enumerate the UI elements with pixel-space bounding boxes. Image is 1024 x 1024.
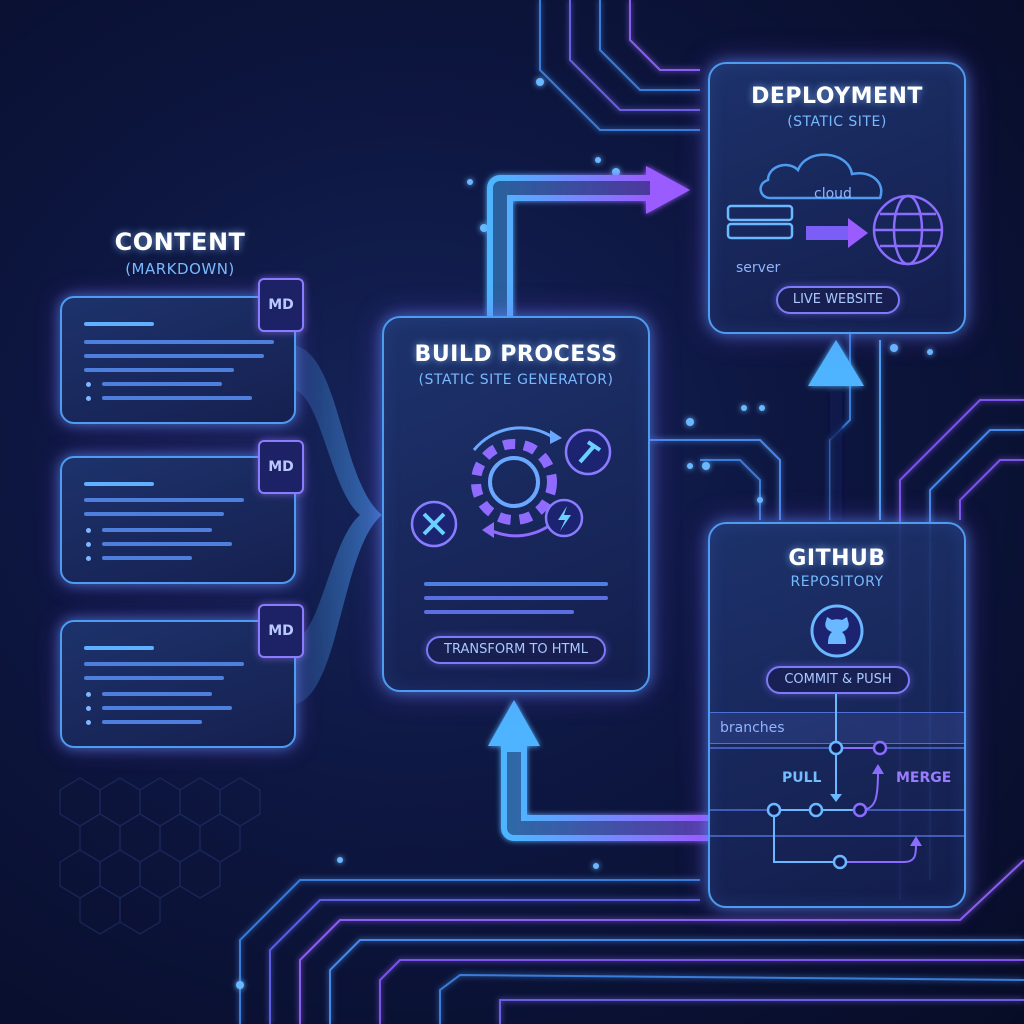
transform-to-html-badge: TRANSFORM TO HTML [426, 636, 606, 664]
branches-label: branches [720, 720, 785, 736]
md-file-icon: MD [258, 440, 304, 494]
deployment-illustration [726, 153, 944, 266]
pull-label: PULL [782, 770, 822, 786]
merge-label: MERGE [896, 770, 952, 786]
build-title: BUILD PROCESS [414, 342, 618, 367]
live-website-badge: LIVE WEBSITE [776, 286, 900, 314]
gear-icon [471, 439, 557, 525]
cloud-icon [759, 153, 883, 200]
server-icon [726, 204, 794, 240]
cycle-arrow [472, 426, 555, 451]
deployment-title: DEPLOYMENT [751, 84, 923, 109]
commit-push-button: COMMIT & PUSH [766, 666, 910, 694]
server-label: server [736, 260, 781, 276]
circuit-nodes [236, 78, 933, 989]
git-graph [710, 694, 964, 870]
deployment-subtitle: (STATIC SITE) [787, 114, 887, 130]
content-flow-funnel [292, 345, 382, 705]
github-title: GITHUB [788, 546, 886, 571]
github-panel: GITHUB REPOSITORY COMMIT & PUSH branches… [708, 522, 966, 908]
hammer-icon [564, 428, 612, 476]
globe-icon [872, 194, 944, 266]
github-icon [810, 604, 864, 658]
github-subtitle: REPOSITORY [790, 574, 884, 590]
deployment-panel: DEPLOYMENT (STATIC SITE) cloud server LI… [708, 62, 966, 334]
arrow-icon [806, 218, 868, 248]
lightning-icon [544, 498, 584, 538]
content-title: CONTENT [114, 228, 246, 256]
markdown-file-card [60, 620, 296, 748]
build-process-panel: BUILD PROCESS (STATIC SITE GENERATOR) TR… [382, 316, 650, 692]
md-file-icon: MD [258, 278, 304, 332]
arrow-github-to-build [488, 700, 708, 841]
md-file-icon: MD [258, 604, 304, 658]
wrench-screwdriver-icon [410, 500, 458, 548]
hex-grid [59, 777, 261, 935]
markdown-file-card [60, 456, 296, 584]
cloud-label: cloud [814, 186, 852, 202]
markdown-file-card [60, 296, 296, 424]
build-subtitle: (STATIC SITE GENERATOR) [418, 372, 614, 388]
arrow-github-to-deploy [808, 340, 864, 520]
arrow-build-to-deploy [487, 166, 690, 316]
build-icons [410, 426, 612, 548]
content-subtitle: (MARKDOWN) [125, 260, 235, 278]
